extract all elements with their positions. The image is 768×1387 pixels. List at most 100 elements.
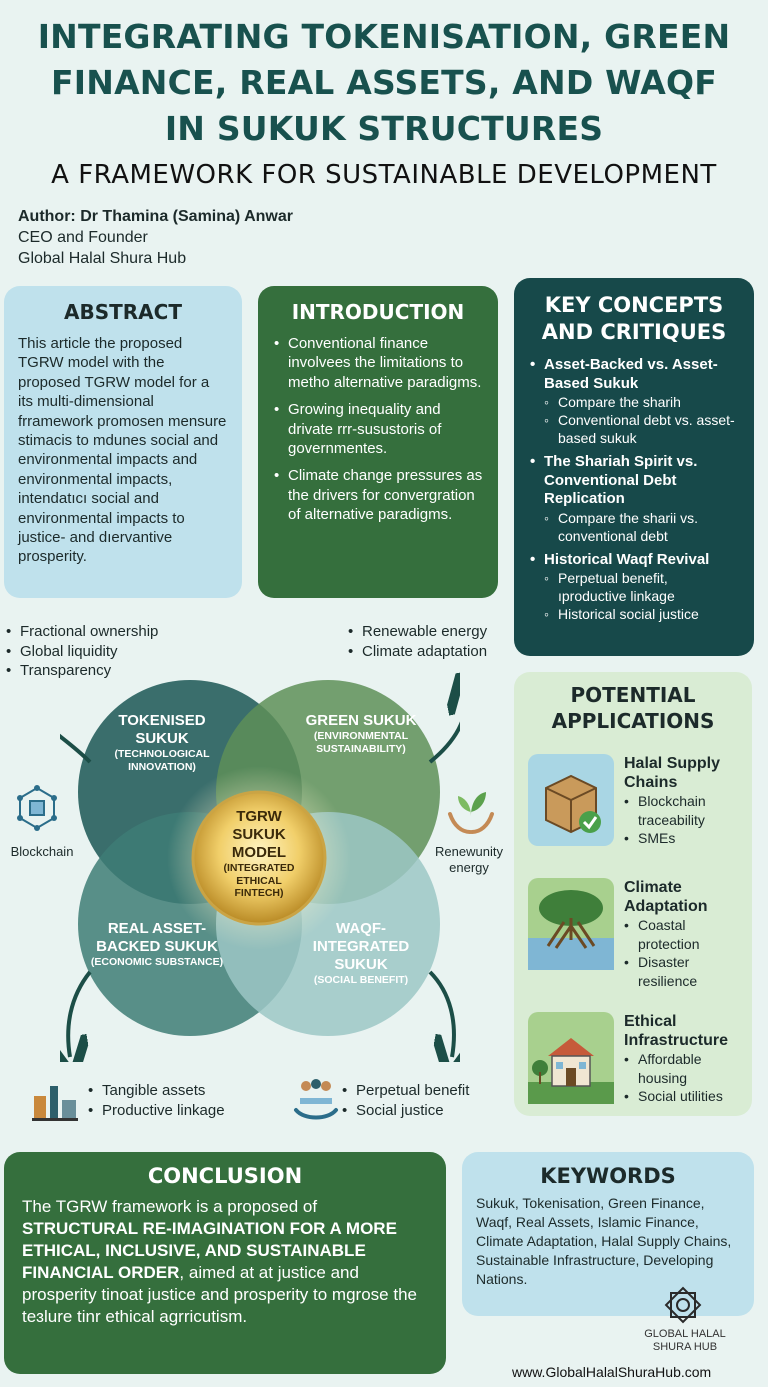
green-subtitle: (ENVIRONMENTAL SUSTAINABILITY)	[313, 730, 409, 755]
key-concepts-heading: KEY CONCEPTS AND CRITIQUES	[528, 292, 740, 346]
author-name: Author: Dr Thamina (Samina) Anwar	[18, 208, 293, 225]
abstract-card: ABSTRACT This article the proposed TGRW …	[4, 286, 242, 598]
introduction-item: Growing inequality and drivate rrr-susus…	[272, 400, 484, 458]
application-item: Affordable housing	[624, 1050, 748, 1087]
website-url: www.GlobalHalalShuraHub.com	[512, 1364, 712, 1380]
benefit-item: Tangible assets	[88, 1081, 225, 1101]
applications-card: POTENTIAL APPLICATIONS Halal Supply Chai…	[514, 672, 752, 1116]
application-text: Ethical Infrastructure Affordable housin…	[624, 1012, 748, 1106]
tokenised-title: TOKENISED SUKUK	[118, 712, 206, 747]
real-asset-title: REAL ASSET-BACKED SUKUK	[96, 920, 218, 955]
title-line-1: INTEGRATING TOKENISATION, GREEN	[37, 17, 731, 56]
logo-text-line-2: SHURA HUB	[652, 1341, 718, 1353]
tgrw-model-label: TGRW SUKUK MODEL (INTEGRATED ETHICAL FIN…	[214, 808, 304, 900]
benefit-item: Transparency	[6, 661, 158, 681]
tgrw-venn-diagram	[60, 672, 460, 1062]
page-title: INTEGRATING TOKENISATION, GREEN FINANCE,…	[0, 14, 768, 152]
waqf-sukuk-label: WAQF-INTEGRATED SUKUK (SOCIAL BENEFIT)	[296, 920, 426, 987]
global-halal-shura-hub-logo	[664, 1286, 702, 1324]
key-concepts-heading-line-1: KEY CONCEPTS	[544, 293, 724, 317]
benefit-item: Social justice	[342, 1101, 469, 1121]
arrow-tokenised	[60, 733, 92, 764]
title-line-2: FINANCE, REAL ASSETS, AND WAQF	[51, 63, 717, 102]
benefit-item: Global liquidity	[6, 642, 158, 662]
energy-label-line-2: energy	[449, 860, 489, 875]
application-item: Coastal protection	[624, 916, 748, 953]
application-text: Halal Supply Chains Blockchain traceabil…	[624, 754, 748, 848]
blockchain-label: Blockchain	[10, 844, 74, 859]
concept-sub: Compare the sharii vs. conventional debt	[528, 509, 740, 545]
benefit-item: Renewable energy	[348, 622, 487, 642]
application-title: Halal Supply Chains	[624, 755, 721, 791]
keywords-heading: KEYWORDS	[540, 1164, 676, 1188]
conclusion-heading: CONCLUSION	[147, 1164, 303, 1188]
benefit-item: Fractional ownership	[6, 622, 158, 642]
concept-sub: Conventional debt vs. asset-based sukuk	[528, 411, 740, 447]
logo-text-line-1: GLOBAL HALAL	[644, 1328, 726, 1340]
introduction-list: Conventional finance involvees the limit…	[272, 334, 484, 525]
applications-heading-line-2: APPLICATIONS	[551, 709, 715, 733]
application-infrastructure: Ethical Infrastructure Affordable housin…	[522, 1012, 750, 1112]
key-concepts-card: KEY CONCEPTS AND CRITIQUES Asset-Backed …	[514, 278, 754, 656]
application-item: Blockchain traceability	[624, 792, 748, 829]
logo-text: GLOBAL HALAL SHURA HUB	[630, 1328, 740, 1354]
concept-sub: Perpetual benefit, ıproductive linkage	[528, 569, 740, 605]
conclusion-text-intro: The TGRW framework is a proposed of	[22, 1197, 318, 1216]
page-subtitle: A FRAMEWORK FOR SUSTAINABLE DEVELOPMENT	[51, 160, 717, 190]
blockchain-icon	[17, 785, 57, 831]
author-org: Global Halal Shura Hub	[18, 250, 187, 267]
concept-sub: Compare the sharih	[528, 393, 740, 411]
hands-plant-icon	[448, 792, 494, 834]
green-benefits-list: Renewable energy Climate adaptation	[348, 622, 487, 661]
author-role: CEO and Founder	[18, 229, 148, 246]
waqf-title: WAQF-INTEGRATED SUKUK	[312, 920, 410, 973]
arrow-green	[428, 692, 460, 764]
conclusion-text-end: , aimed at at justice and prosperity tin…	[22, 1263, 417, 1326]
applications-heading-line-1: POTENTIAL	[570, 683, 696, 707]
title-line-3: IN SUKUK STRUCTURES	[164, 109, 604, 148]
introduction-card: INTRODUCTION Conventional finance involv…	[258, 286, 498, 598]
community-hands-icon	[294, 1079, 338, 1120]
tokenised-sukuk-label: TOKENISED SUKUK (TECHNOLOGICAL INNOVATIO…	[92, 712, 232, 773]
center-medallion	[191, 790, 327, 926]
tgrw-title: TGRW SUKUK MODEL	[231, 808, 287, 861]
real-asset-benefits-list: Tangible assets Productive linkage	[88, 1081, 225, 1120]
application-text: Climate Adaptation Coastal protection Di…	[624, 878, 748, 990]
abstract-heading: ABSTRACT	[64, 300, 182, 324]
waqf-benefits-list: Perpetual benefit Social justice	[342, 1081, 469, 1120]
concept-shariah-spirit: The Shariah Spirit vs. Conventional Debt…	[528, 453, 740, 509]
introduction-item: Climate change pressures as the drivers …	[272, 466, 484, 524]
keywords-card: KEYWORDS Sukuk, Tokenisation, Green Fina…	[462, 1152, 754, 1316]
abstract-text: This article the proposed TGRW model wit…	[18, 335, 227, 566]
benefit-item: Perpetual benefit	[342, 1081, 469, 1101]
supply-box-icon	[528, 754, 614, 846]
real-asset-subtitle: (ECONOMIC SUBSTANCE)	[90, 956, 224, 968]
arrow-waqf	[428, 970, 454, 1057]
application-item: Disaster resilience	[624, 953, 748, 990]
energy-label-line-1: Renewunity	[435, 844, 503, 859]
concept-sub: Historical social justice	[528, 605, 740, 623]
concept-asset-backed: Asset-Backed vs. Asset-Based Sukuk	[528, 356, 740, 393]
introduction-item: Conventional finance involvees the limit…	[272, 334, 484, 392]
keywords-text: Sukuk, Tokenisation, Green Finance, Waqf…	[476, 1195, 732, 1287]
application-title: Ethical Infrastructure	[624, 1013, 729, 1049]
house-icon	[528, 1012, 614, 1104]
application-climate: Climate Adaptation Coastal protection Di…	[522, 878, 750, 990]
application-item: Social utilities	[624, 1087, 748, 1106]
waqf-subtitle: (SOCIAL BENEFIT)	[313, 974, 409, 986]
green-title: GREEN SUKUK	[305, 712, 417, 729]
applications-heading: POTENTIAL APPLICATIONS	[522, 682, 744, 734]
benefit-item: Climate adaptation	[348, 642, 487, 662]
tokenised-benefits-list: Fractional ownership Global liquidity Tr…	[6, 622, 158, 681]
tokenised-subtitle: (TECHNOLOGICAL INNOVATION)	[114, 748, 210, 773]
concept-waqf-revival: Historical Waqf Revival	[528, 551, 740, 570]
key-concepts-heading-line-2: AND CRITIQUES	[541, 320, 727, 344]
application-supply-chains: Halal Supply Chains Blockchain traceabil…	[522, 754, 750, 864]
real-asset-sukuk-label: REAL ASSET-BACKED SUKUK (ECONOMIC SUBSTA…	[82, 920, 232, 969]
factory-icon	[32, 1086, 78, 1121]
conclusion-text: The TGRW framework is a proposed of STRU…	[22, 1196, 428, 1328]
introduction-heading: INTRODUCTION	[291, 300, 465, 324]
author-block: Author: Dr Thamina (Samina) Anwar CEO an…	[18, 206, 293, 269]
application-item: SMEs	[624, 829, 748, 848]
mangrove-tree-icon	[528, 878, 614, 970]
